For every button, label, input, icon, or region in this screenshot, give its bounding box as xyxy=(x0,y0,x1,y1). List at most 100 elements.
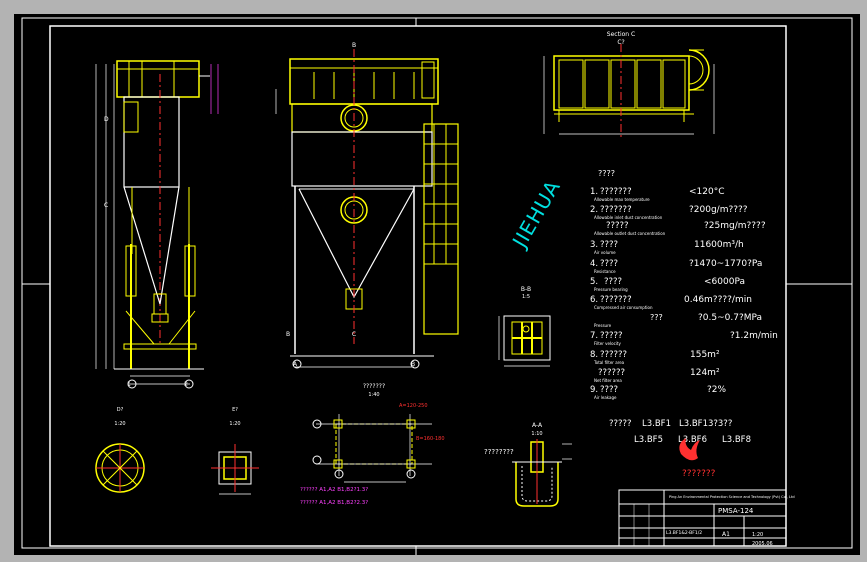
title-date: 2005.06 xyxy=(752,541,773,547)
spec-9-name: ???? xyxy=(600,385,618,395)
side-elevation-view xyxy=(95,60,219,389)
title-block xyxy=(618,489,787,547)
model-1: L3.BF13?3?? xyxy=(679,419,732,429)
side-axis-b: 2 xyxy=(184,381,188,388)
note-2: ?????? A1,A2 B1,B2?2.3? xyxy=(300,500,368,506)
side-mark-c: C xyxy=(104,202,108,209)
spec-8-name: ?????? xyxy=(600,350,627,360)
side-body xyxy=(123,96,180,188)
spec-9-sub: Air leakage xyxy=(594,395,617,400)
front-mark-bottom: C xyxy=(352,331,356,338)
model-4: L3.BF8 xyxy=(722,435,751,445)
plan-dim-b: B=160-180 xyxy=(416,436,445,442)
view-d-round xyxy=(95,443,145,493)
spec-7-num: 7. xyxy=(590,331,598,341)
company-logo xyxy=(679,438,700,461)
plan-dim-a: A=120-250 xyxy=(399,403,428,409)
spec-7-sub: Filter velocity xyxy=(594,341,621,346)
jiehua-watermark: JIEHUA xyxy=(507,176,566,254)
title-drawing-no: PMSA-124 xyxy=(718,507,754,515)
spec-3-sub: Air volume xyxy=(594,250,616,255)
spec-2b-sub: Allowable outlet dust concentration xyxy=(594,231,666,236)
view-e-sub: 1:20 xyxy=(229,421,240,427)
front-body xyxy=(291,131,433,187)
front-mark-top: B xyxy=(352,42,356,49)
spec-4-sub: Resistance xyxy=(594,269,616,274)
view-e-square xyxy=(211,444,259,495)
plan-sub: 1:40 xyxy=(368,392,379,398)
spec-4-value: ?1470~1770?Pa xyxy=(689,259,762,269)
spec-4-num: 4. xyxy=(590,259,598,269)
front-axis-a: A xyxy=(293,361,298,368)
front-axis-b: B xyxy=(411,361,415,368)
table-label: ??????? xyxy=(682,469,716,479)
spec-6b-sub: Pressure xyxy=(594,323,612,328)
drawing-sheet: 1 2 D C xyxy=(14,14,860,555)
side-mark-b: B xyxy=(286,331,290,338)
plan-title: ??????? xyxy=(363,383,385,390)
model-0: L3.BF1 xyxy=(642,419,671,429)
front-ladder xyxy=(423,123,459,335)
section-c-title: Section C xyxy=(607,31,635,38)
spec-6b-name: ??? xyxy=(650,313,663,322)
spec-9-num: 9. xyxy=(590,385,598,395)
bb-sub: 1:5 xyxy=(522,294,530,300)
spec-5-name: ???? xyxy=(604,277,622,287)
spec-8b-name: ?????? xyxy=(598,368,625,378)
spec-3-num: 3. xyxy=(590,240,598,250)
spec-2-name: ??????? xyxy=(600,205,632,215)
spec-1-name: ??????? xyxy=(600,187,632,197)
spec-6-sub: Compressed air consumption xyxy=(594,305,653,310)
spec-8-sub: Total filter area xyxy=(593,360,625,365)
spec-1-sub: Allowable max temperature xyxy=(594,197,650,202)
side-mark-d: D xyxy=(104,116,109,123)
spec-2-value: ?200g/m???? xyxy=(689,205,748,215)
spec-1-num: 1. xyxy=(590,187,598,197)
foundation-plan-view xyxy=(312,414,432,483)
view-d-sub: 1:20 xyxy=(114,421,125,427)
spec-3-name: ???? xyxy=(600,240,618,250)
spec-8-num: 8. xyxy=(590,350,598,360)
spec-6b-value: ?0.5~0.7?MPa xyxy=(698,313,762,323)
inner-frame xyxy=(49,25,787,547)
spec-5-value: <6000Pa xyxy=(704,277,745,287)
spec-8-value: 155m² xyxy=(690,350,720,360)
front-cone xyxy=(298,188,415,299)
note-1: ?????? A1,A2 B1,B2?1.3? xyxy=(300,487,368,493)
models-label: ????? xyxy=(609,419,632,429)
spec-8b-sub: Net filter area xyxy=(594,378,622,383)
spec-2b-value: ?25mg/m???? xyxy=(704,221,766,231)
front-elevation-view xyxy=(275,49,459,369)
cad-drawing-canvas: 1 2 D C xyxy=(21,17,853,555)
section-c-sub: C? xyxy=(617,39,624,46)
technical-specifications: ???? 1. ??????? Allowable max temperatur… xyxy=(590,169,778,445)
spec-5-sub: Pressure bearing xyxy=(594,287,628,292)
view-e-title: E? xyxy=(232,407,238,413)
view-d-title: D? xyxy=(117,407,124,413)
spec-2-sub: Allowable inlet dust concentration xyxy=(594,215,663,220)
spec-5-num: 5. xyxy=(590,277,598,287)
spec-2b-name: ????? xyxy=(606,221,629,231)
spec-1-value: <120°C xyxy=(689,187,725,197)
aa-label: ???????? xyxy=(484,448,514,456)
model-2: L3.BF5 xyxy=(634,435,663,445)
front-top-box xyxy=(289,58,439,105)
spec-8b-value: 124m² xyxy=(690,368,720,378)
aa-title: A-A xyxy=(532,422,543,429)
section-bb-view xyxy=(498,315,551,367)
title-sheet: A1 xyxy=(722,531,730,538)
spec-6-name: ??????? xyxy=(600,295,632,305)
spec-2-num: 2. xyxy=(590,205,598,215)
spec-3-value: 11600m³/h xyxy=(694,240,744,250)
aa-sub: 1:10 xyxy=(531,431,542,437)
spec-7-value: ?1.2m/min xyxy=(730,331,778,341)
outer-frame xyxy=(21,17,853,549)
bb-title: B-B xyxy=(521,286,531,293)
spec-7-name: ????? xyxy=(600,331,623,341)
flame-icon xyxy=(679,438,700,461)
side-axis-a: 1 xyxy=(127,381,131,388)
section-c-view xyxy=(543,44,715,139)
section-aa-view xyxy=(512,439,572,507)
title-company: Ping An Environmental Protection Science… xyxy=(669,495,795,499)
